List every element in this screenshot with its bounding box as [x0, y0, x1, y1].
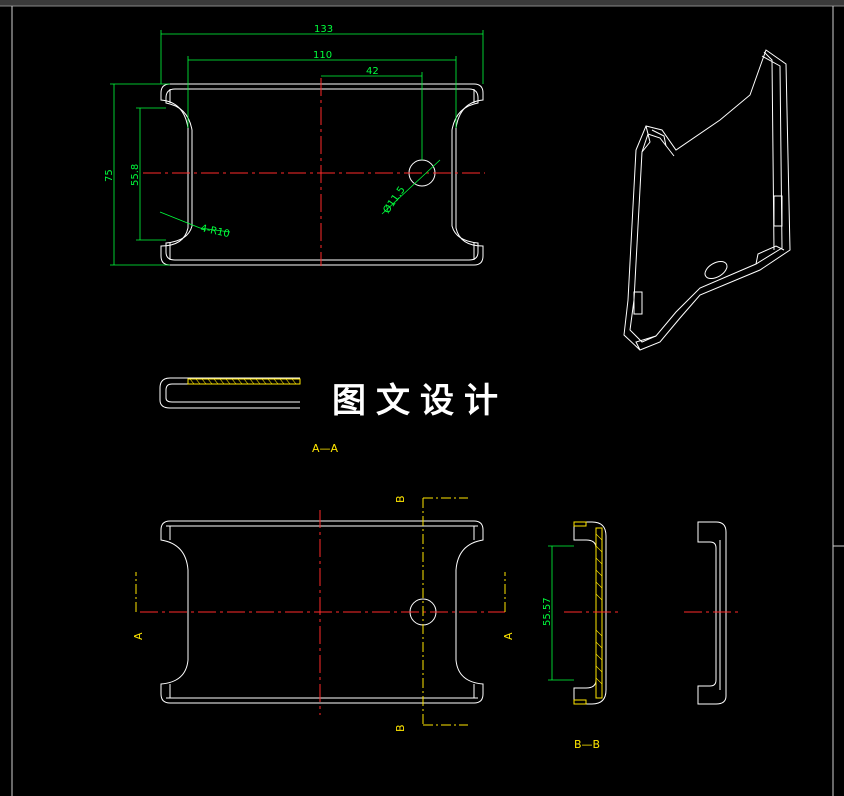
right-side-view: [684, 521, 738, 705]
dim-55-57: 55.57: [542, 597, 553, 626]
section-bb-view: [548, 521, 618, 705]
cut-label-b-top: B: [394, 495, 407, 503]
cut-label-a-left: A: [132, 632, 145, 640]
cut-label-b-bottom: B: [394, 724, 407, 732]
isometric-view: [623, 49, 791, 351]
side-section-strip: [159, 377, 301, 409]
section-label-bb: B—B: [574, 738, 600, 751]
front-view: [135, 497, 506, 726]
dim-55-8: 55.8: [130, 164, 141, 186]
top-view: [110, 30, 485, 266]
watermark-text: 图文设计: [332, 381, 508, 421]
dim-42: 42: [366, 66, 379, 77]
section-label-aa: A—A: [312, 442, 339, 455]
dim-75: 75: [104, 169, 115, 182]
dim-hole-diameter: Ø11.5: [381, 184, 408, 216]
cut-label-a-right: A: [502, 632, 515, 640]
dim-110: 110: [313, 50, 332, 61]
dim-133: 133: [314, 24, 333, 35]
dim-4-r10: 4-R10: [199, 223, 230, 240]
